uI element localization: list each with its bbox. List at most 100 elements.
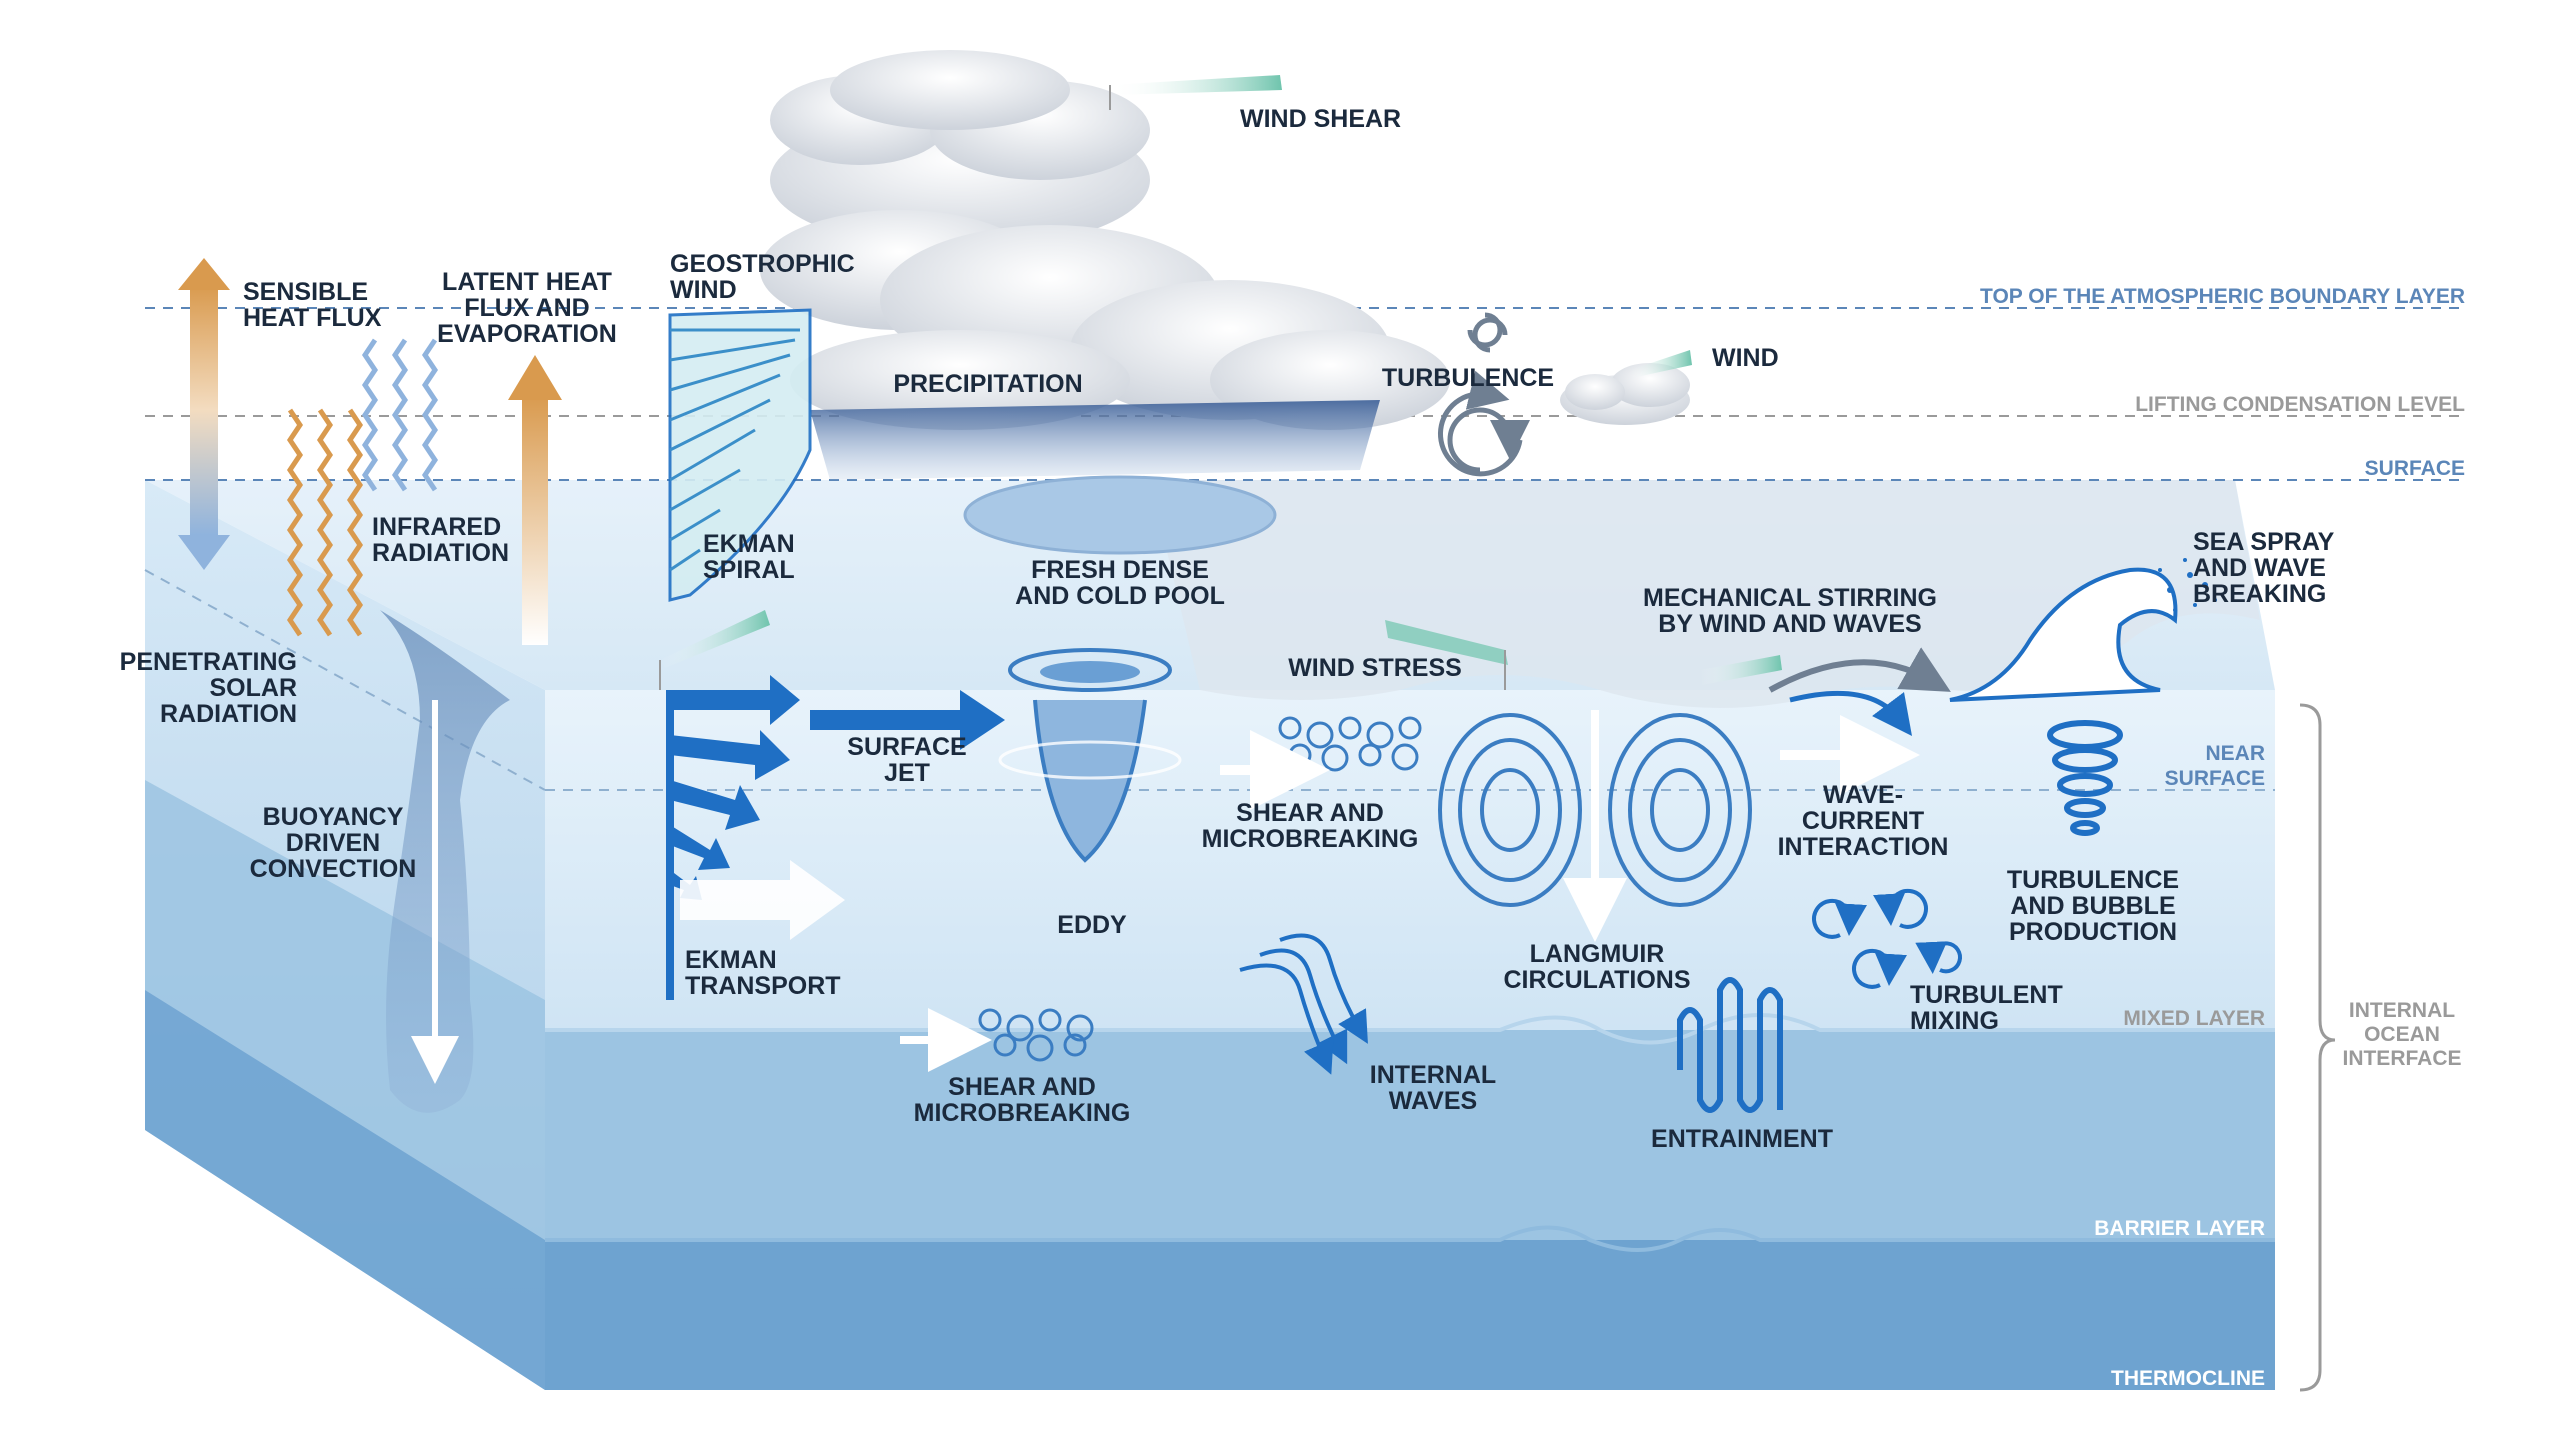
label-langmuir-1: LANGMUIR <box>1530 940 1665 968</box>
label-ekman-spiral-2: SPIRAL <box>703 556 795 584</box>
label-near-surface-1: NEAR <box>2205 742 2265 765</box>
label-shear-lower-1: SHEAR AND <box>948 1073 1096 1101</box>
label-internal-waves-1: INTERNAL <box>1370 1061 1496 1089</box>
wind-shear-streamer <box>1110 75 1282 95</box>
labels: WIND SHEAR SENSIBLE HEAT FLUX LATENT HEA… <box>120 105 2335 1153</box>
label-latent-1: LATENT HEAT <box>442 268 612 296</box>
surface-wave-ridges <box>1150 480 2260 708</box>
wave-blue-arrow <box>1789 690 1913 736</box>
internal-waves-lines <box>1239 933 1368 1075</box>
label-buoyancy-2: DRIVEN <box>286 829 380 857</box>
turbulent-mixing-swirls <box>1812 888 1962 989</box>
sea-spray-droplets <box>2158 558 2217 612</box>
label-penetrating-1: PENETRATING <box>120 648 297 676</box>
fresh-cold-pool <box>963 475 1277 555</box>
infrared-radiation-arrows <box>361 338 439 492</box>
label-interface-1: INTERNAL <box>2349 999 2455 1022</box>
label-sea-spray-3: BREAKING <box>2193 580 2326 608</box>
breaking-wave <box>1949 567 2178 702</box>
label-penetrating-2: SOLAR <box>210 674 298 702</box>
wind-streamer <box>1630 350 1692 378</box>
label-entrainment: ENTRAINMENT <box>1651 1125 1833 1153</box>
label-fresh-pool-1: FRESH DENSE <box>1031 556 1209 584</box>
label-thermocline: THERMOCLINE <box>2111 1367 2265 1390</box>
label-wind-stress: WIND STRESS <box>1288 654 1462 682</box>
atmospheric-turbulence-swirls <box>1437 312 1530 477</box>
left-face-barrier <box>145 780 545 1240</box>
ekman-transport-arrows <box>666 675 1005 1000</box>
label-shear-upper-1: SHEAR AND <box>1236 799 1384 827</box>
mixed-barrier-boundary <box>545 1013 2275 1045</box>
left-face-thermo <box>145 990 545 1390</box>
label-penetrating-3: RADIATION <box>160 700 297 728</box>
label-eddy: EDDY <box>1057 911 1127 939</box>
label-wind: WIND <box>1712 344 1779 372</box>
label-surface-jet-1: SURFACE <box>847 733 966 761</box>
label-ekman-spiral-1: EKMAN <box>703 530 795 558</box>
label-fresh-pool-2: AND COLD POOL <box>1015 582 1225 610</box>
label-geostrophic-2: WIND <box>670 276 737 304</box>
label-infrared-1: INFRARED <box>372 513 501 541</box>
label-mechanical-2: BY WIND AND WAVES <box>1658 610 1921 638</box>
label-abl-top: TOP OF THE ATMOSPHERIC BOUNDARY LAYER <box>1980 285 2465 308</box>
label-barrier-layer: BARRIER LAYER <box>2094 1217 2265 1240</box>
rain-shaft <box>810 400 1380 480</box>
label-latent-2: FLUX AND <box>464 294 589 322</box>
small-cloud <box>1560 363 1690 425</box>
label-sea-spray-2: AND WAVE <box>2193 554 2326 582</box>
label-wave-current-3: INTERACTION <box>1778 833 1949 861</box>
ekman-transport-white-arrow <box>680 860 845 940</box>
ocean-layer-labels: NEAR SURFACE MIXED LAYER BARRIER LAYER T… <box>2094 742 2461 1390</box>
layer-barrier <box>545 1030 2275 1240</box>
label-interface-2: OCEAN <box>2364 1023 2440 1046</box>
bubble-spiral <box>2047 720 2123 836</box>
wind-stress-streamer-3 <box>1700 655 1782 685</box>
barrier-thermo-boundary <box>545 1225 2275 1252</box>
label-wave-current-1: WAVE- <box>1823 781 1903 809</box>
shear-swirls-lower <box>978 1008 1094 1062</box>
label-shear-lower-2: MICROBREAKING <box>914 1099 1131 1127</box>
label-wave-current-2: CURRENT <box>1802 807 1924 835</box>
label-turbulence: TURBULENCE <box>1382 364 1554 392</box>
label-lcl: LIFTING CONDENSATION LEVEL <box>2135 393 2465 416</box>
label-geostrophic-1: GEOSTROPHIC <box>670 250 855 278</box>
label-infrared-2: RADIATION <box>372 539 509 567</box>
label-buoyancy-3: CONVECTION <box>250 855 417 883</box>
left-diagonal-dash <box>144 569 546 791</box>
label-surface-jet-2: JET <box>884 759 930 787</box>
langmuir-circulations <box>1438 713 1752 907</box>
label-wind-shear: WIND SHEAR <box>1240 105 1401 133</box>
label-turb-mixing-2: MIXING <box>1910 1007 1999 1035</box>
label-shear-upper-2: MICROBREAKING <box>1202 825 1419 853</box>
label-sensible-1: SENSIBLE <box>243 278 368 306</box>
sensible-heat-flux-arrow <box>178 258 230 570</box>
label-buoyancy-1: BUOYANCY <box>263 803 404 831</box>
eddy-vortex <box>998 648 1182 863</box>
label-langmuir-2: CIRCULATIONS <box>1503 966 1690 994</box>
label-precipitation: PRECIPITATION <box>893 370 1082 398</box>
entrainment-squiggle <box>1677 977 1783 1113</box>
label-interface-3: INTERFACE <box>2342 1047 2461 1070</box>
wind-stress-streamer <box>660 610 770 668</box>
label-near-surface-2: SURFACE <box>2165 767 2265 790</box>
convection-plume <box>380 610 510 1113</box>
label-turb-bubble-3: PRODUCTION <box>2009 918 2177 946</box>
label-internal-waves-2: WAVES <box>1389 1087 1477 1115</box>
label-sensible-2: HEAT FLUX <box>243 304 382 332</box>
label-turb-mixing-1: TURBULENT <box>1910 981 2063 1009</box>
label-ekman-transport-2: TRANSPORT <box>685 972 841 1000</box>
ekman-spiral-sail <box>668 308 812 602</box>
label-sea-spray-1: SEA SPRAY <box>2193 528 2335 556</box>
label-mixed-layer: MIXED LAYER <box>2123 1007 2265 1030</box>
label-turb-bubble-2: AND BUBBLE <box>2010 892 2175 920</box>
layer-thermocline <box>545 1240 2275 1390</box>
label-surface-level: SURFACE <box>2365 457 2465 480</box>
interface-bracket <box>2299 703 2336 1392</box>
cumulonimbus-cloud <box>760 50 1450 430</box>
latent-heat-flux-arrow <box>508 355 562 645</box>
label-mechanical-1: MECHANICAL STIRRING <box>1643 584 1937 612</box>
penetrating-solar-arrows <box>286 408 364 637</box>
mechanical-stirring-arrow <box>1768 647 1951 693</box>
